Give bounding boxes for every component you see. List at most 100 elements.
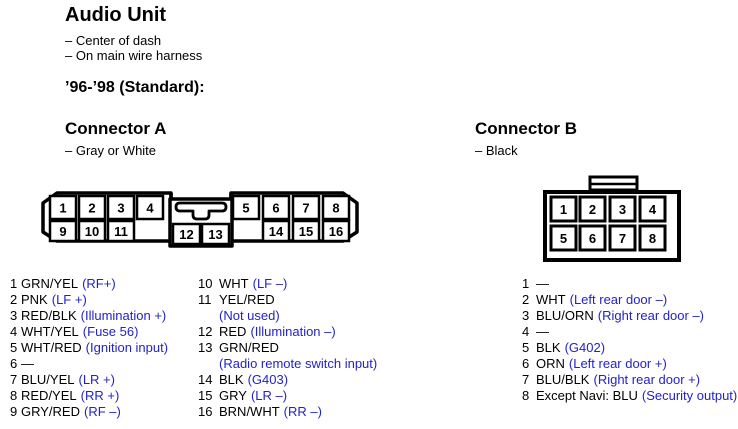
pin-label-b5: 5 — [560, 231, 567, 246]
wire-color: GRN/RED — [219, 340, 279, 355]
pin-number: 15 — [198, 388, 213, 403]
pin-number: 12 — [198, 324, 213, 339]
pin-number: 4 — [522, 324, 530, 339]
pin-box-b2 — [578, 195, 607, 223]
pin-function: (RR +) — [80, 388, 120, 403]
pin-box-a7 — [291, 194, 321, 221]
wire-color: BLK — [536, 340, 561, 355]
pin-function: (Not used) — [219, 308, 280, 323]
pin-function: (Illumination –) — [250, 324, 336, 339]
pin-number: 1 — [10, 276, 18, 291]
pin-box-b8 — [638, 224, 667, 252]
pin-function: (Illumination +) — [80, 308, 167, 323]
pin-box-a9 — [48, 219, 78, 243]
pin-box-a8 — [321, 194, 351, 221]
pin-number: 6 — [10, 356, 18, 371]
pin-label-b7: 7 — [619, 231, 626, 246]
pin-box-a15 — [291, 219, 321, 243]
wire-color: RED — [219, 324, 247, 339]
pin-row-a11: 11 YEL/RED(Not used) — [198, 292, 377, 324]
pin-box-b6 — [578, 224, 607, 252]
pin-box-b4 — [638, 195, 667, 223]
connector-b-diagram: 1 2 3 4 5 6 7 8 — [543, 175, 681, 262]
pin-label-a15: 15 — [299, 224, 313, 239]
wire-color: WHT — [219, 276, 249, 291]
pin-box-b5 — [549, 224, 578, 252]
pin-function: (Ignition input) — [85, 340, 169, 355]
pin-number: 11 — [198, 292, 212, 307]
pin-function: (LR +) — [78, 372, 115, 387]
wire-color: RED/YEL — [21, 388, 77, 403]
pin-box-a3 — [106, 194, 136, 221]
pin-row-b4: 4— — [522, 324, 737, 340]
pin-function: (Radio remote switch input) — [219, 356, 378, 371]
pin-number: 3 — [10, 308, 18, 323]
pin-number: 1 — [522, 276, 530, 291]
pin-number: 5 — [10, 340, 18, 355]
pin-number: 13 — [198, 340, 213, 355]
wire-color: GRN/YEL — [21, 276, 79, 291]
pin-number: 9 — [10, 404, 18, 419]
wire-color: BRN/WHT — [219, 404, 280, 419]
pin-row-a13: 13 GRN/RED(Radio remote switch input) — [198, 340, 377, 372]
pin-function: (G403) — [247, 372, 289, 387]
wire-color: YEL/RED — [219, 292, 275, 307]
connector-b-title: Connector B — [475, 119, 577, 138]
wire-color: WHT/YEL — [21, 324, 79, 339]
pin-label-b8: 8 — [649, 231, 656, 246]
pin-label-a7: 7 — [302, 201, 309, 216]
connector-a-title: Connector A — [65, 119, 167, 138]
pin-function: (G402) — [564, 340, 606, 355]
pin-box-a1 — [48, 194, 78, 221]
pin-label-a13: 13 — [208, 227, 222, 242]
wire-color: Except Navi: BLU — [536, 388, 638, 403]
wire-color: GRY/RED — [21, 404, 80, 419]
wire-color: — — [536, 324, 549, 339]
pin-label-a10: 10 — [85, 224, 99, 239]
pin-label-a16: 16 — [329, 224, 343, 239]
pin-number: 2 — [10, 292, 18, 307]
pin-box-b7 — [608, 224, 637, 252]
wire-color: RED/BLK — [21, 308, 77, 323]
pin-box-a12 — [171, 222, 202, 246]
pin-function: (Left rear door –) — [569, 292, 668, 307]
wire-color: ORN — [536, 356, 565, 371]
pin-box-b3 — [608, 195, 637, 223]
model-year-heading: ’96-’98 (Standard): — [65, 79, 205, 96]
pin-row-a12: 12 RED(Illumination –) — [198, 324, 377, 340]
connector-b-subtitle: – Black — [475, 143, 518, 158]
pin-label-a6: 6 — [272, 201, 279, 216]
pin-number: 7 — [10, 372, 18, 387]
wire-color: BLU/ORN — [536, 308, 594, 323]
pin-label-a3: 3 — [117, 201, 124, 216]
pin-number: 10 — [198, 276, 213, 291]
pin-function: (LR –) — [250, 388, 288, 403]
pin-label-a1: 1 — [59, 201, 66, 216]
pin-number: 2 — [522, 292, 530, 307]
pin-function: (Left rear door +) — [568, 356, 667, 371]
pin-number: 3 — [522, 308, 530, 323]
pin-box-a16 — [321, 219, 351, 243]
wire-color: WHT/RED — [21, 340, 82, 355]
key-slot — [174, 201, 228, 221]
pin-box-a2 — [77, 194, 107, 221]
wire-color: — — [536, 276, 549, 291]
connector-a-diagram: 1 2 3 4 5 6 7 8 9 10 11 12 13 14 15 16 — [41, 191, 359, 248]
pin-label-b6: 6 — [589, 231, 596, 246]
location-note-2: – On main wire harness — [65, 48, 203, 63]
wire-color: BLU/BLK — [536, 372, 590, 387]
pin-label-b4: 4 — [649, 202, 657, 217]
pin-label-a4: 4 — [146, 201, 154, 216]
